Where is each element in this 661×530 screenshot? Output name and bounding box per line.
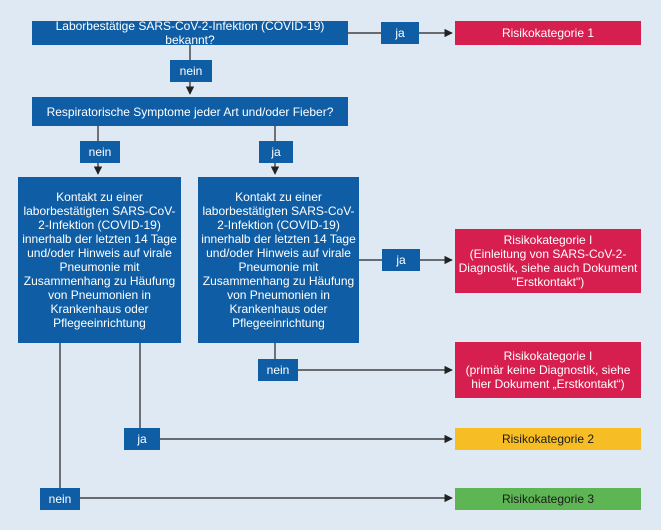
risk-category-1-no-diagnostics-text: (primär keine Diagnostik, siehe hier Dok… [465, 363, 631, 391]
arrow-left-no [59, 343, 453, 503]
risk-category-3: Risikokategorie 3 [455, 488, 641, 510]
risk-category-1-no-diagnostics: Risikokategorie I (primär keine Diagnost… [455, 342, 641, 398]
risk-category-1-diagnostics-title: Risikokategorie I [503, 233, 593, 247]
contact-box-no-symptoms: Kontakt zu einer laborbestätigten SARS-C… [18, 177, 181, 343]
question-respiratory-symptoms: Respiratorische Symptome jeder Art und/o… [32, 97, 348, 126]
yes-label-right: ja [382, 249, 420, 271]
risk-category-1-diagnostics-text: (Einleitung von SARS-CoV-2- Diagnostik, … [458, 247, 638, 289]
risk-category-1-diagnostics: Risikokategorie I (Einleitung von SARS-C… [455, 229, 641, 293]
arrow-left-yes [139, 343, 453, 444]
question-lab-confirmed: Laborbestätige SARS-CoV-2-Infektion (COV… [32, 19, 348, 47]
no-label-right: nein [258, 359, 298, 381]
yes-label-left: ja [124, 428, 160, 450]
yes-label-q1: ja [381, 22, 419, 44]
no-label-left: nein [40, 488, 80, 510]
no-label-q1: nein [170, 60, 212, 82]
risk-category-1-no-diagnostics-title: Risikokategorie I [503, 349, 593, 363]
no-label-q2: nein [80, 141, 120, 163]
contact-box-symptoms: Kontakt zu einer laborbestätigten SARS-C… [198, 177, 359, 343]
arrow-right-no [274, 343, 453, 375]
yes-label-q2: ja [259, 141, 293, 163]
risk-category-1: Risikokategorie 1 [455, 21, 641, 45]
risk-category-2: Risikokategorie 2 [455, 428, 641, 450]
